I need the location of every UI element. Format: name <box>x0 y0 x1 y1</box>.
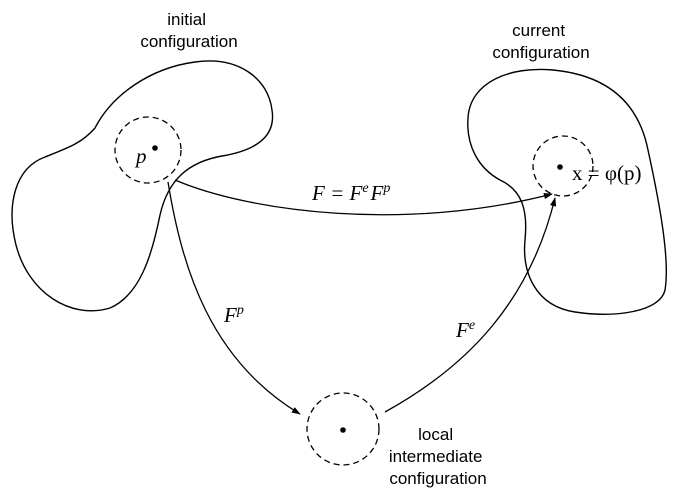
current-neighborhood <box>532 135 594 197</box>
initial-configuration-label: initial configuration <box>140 10 237 51</box>
intermediate-neighborhood <box>306 392 380 466</box>
plastic-deformation-label: Fp <box>223 303 244 327</box>
intermediate-configuration-label: local intermediate configuration <box>389 425 487 488</box>
intermediate-point-dot <box>340 427 346 433</box>
current-body-outline <box>467 68 668 315</box>
arrow-elastic-deformation <box>384 197 557 413</box>
elastic-deformation-label: Fe <box>455 318 475 342</box>
total-deformation-label: F = FeFp <box>311 181 390 205</box>
initial-neighborhood <box>114 116 182 184</box>
point-x-dot <box>557 164 563 170</box>
point-p-dot <box>152 145 158 151</box>
current-configuration-label: current configuration <box>492 21 589 62</box>
initial-body-outline <box>11 60 274 312</box>
point-x-label: x = φ(p) <box>572 161 641 185</box>
arrow-plastic-deformation <box>167 181 301 415</box>
point-p-label: p <box>134 144 147 168</box>
arrow-total-deformation <box>174 179 553 216</box>
